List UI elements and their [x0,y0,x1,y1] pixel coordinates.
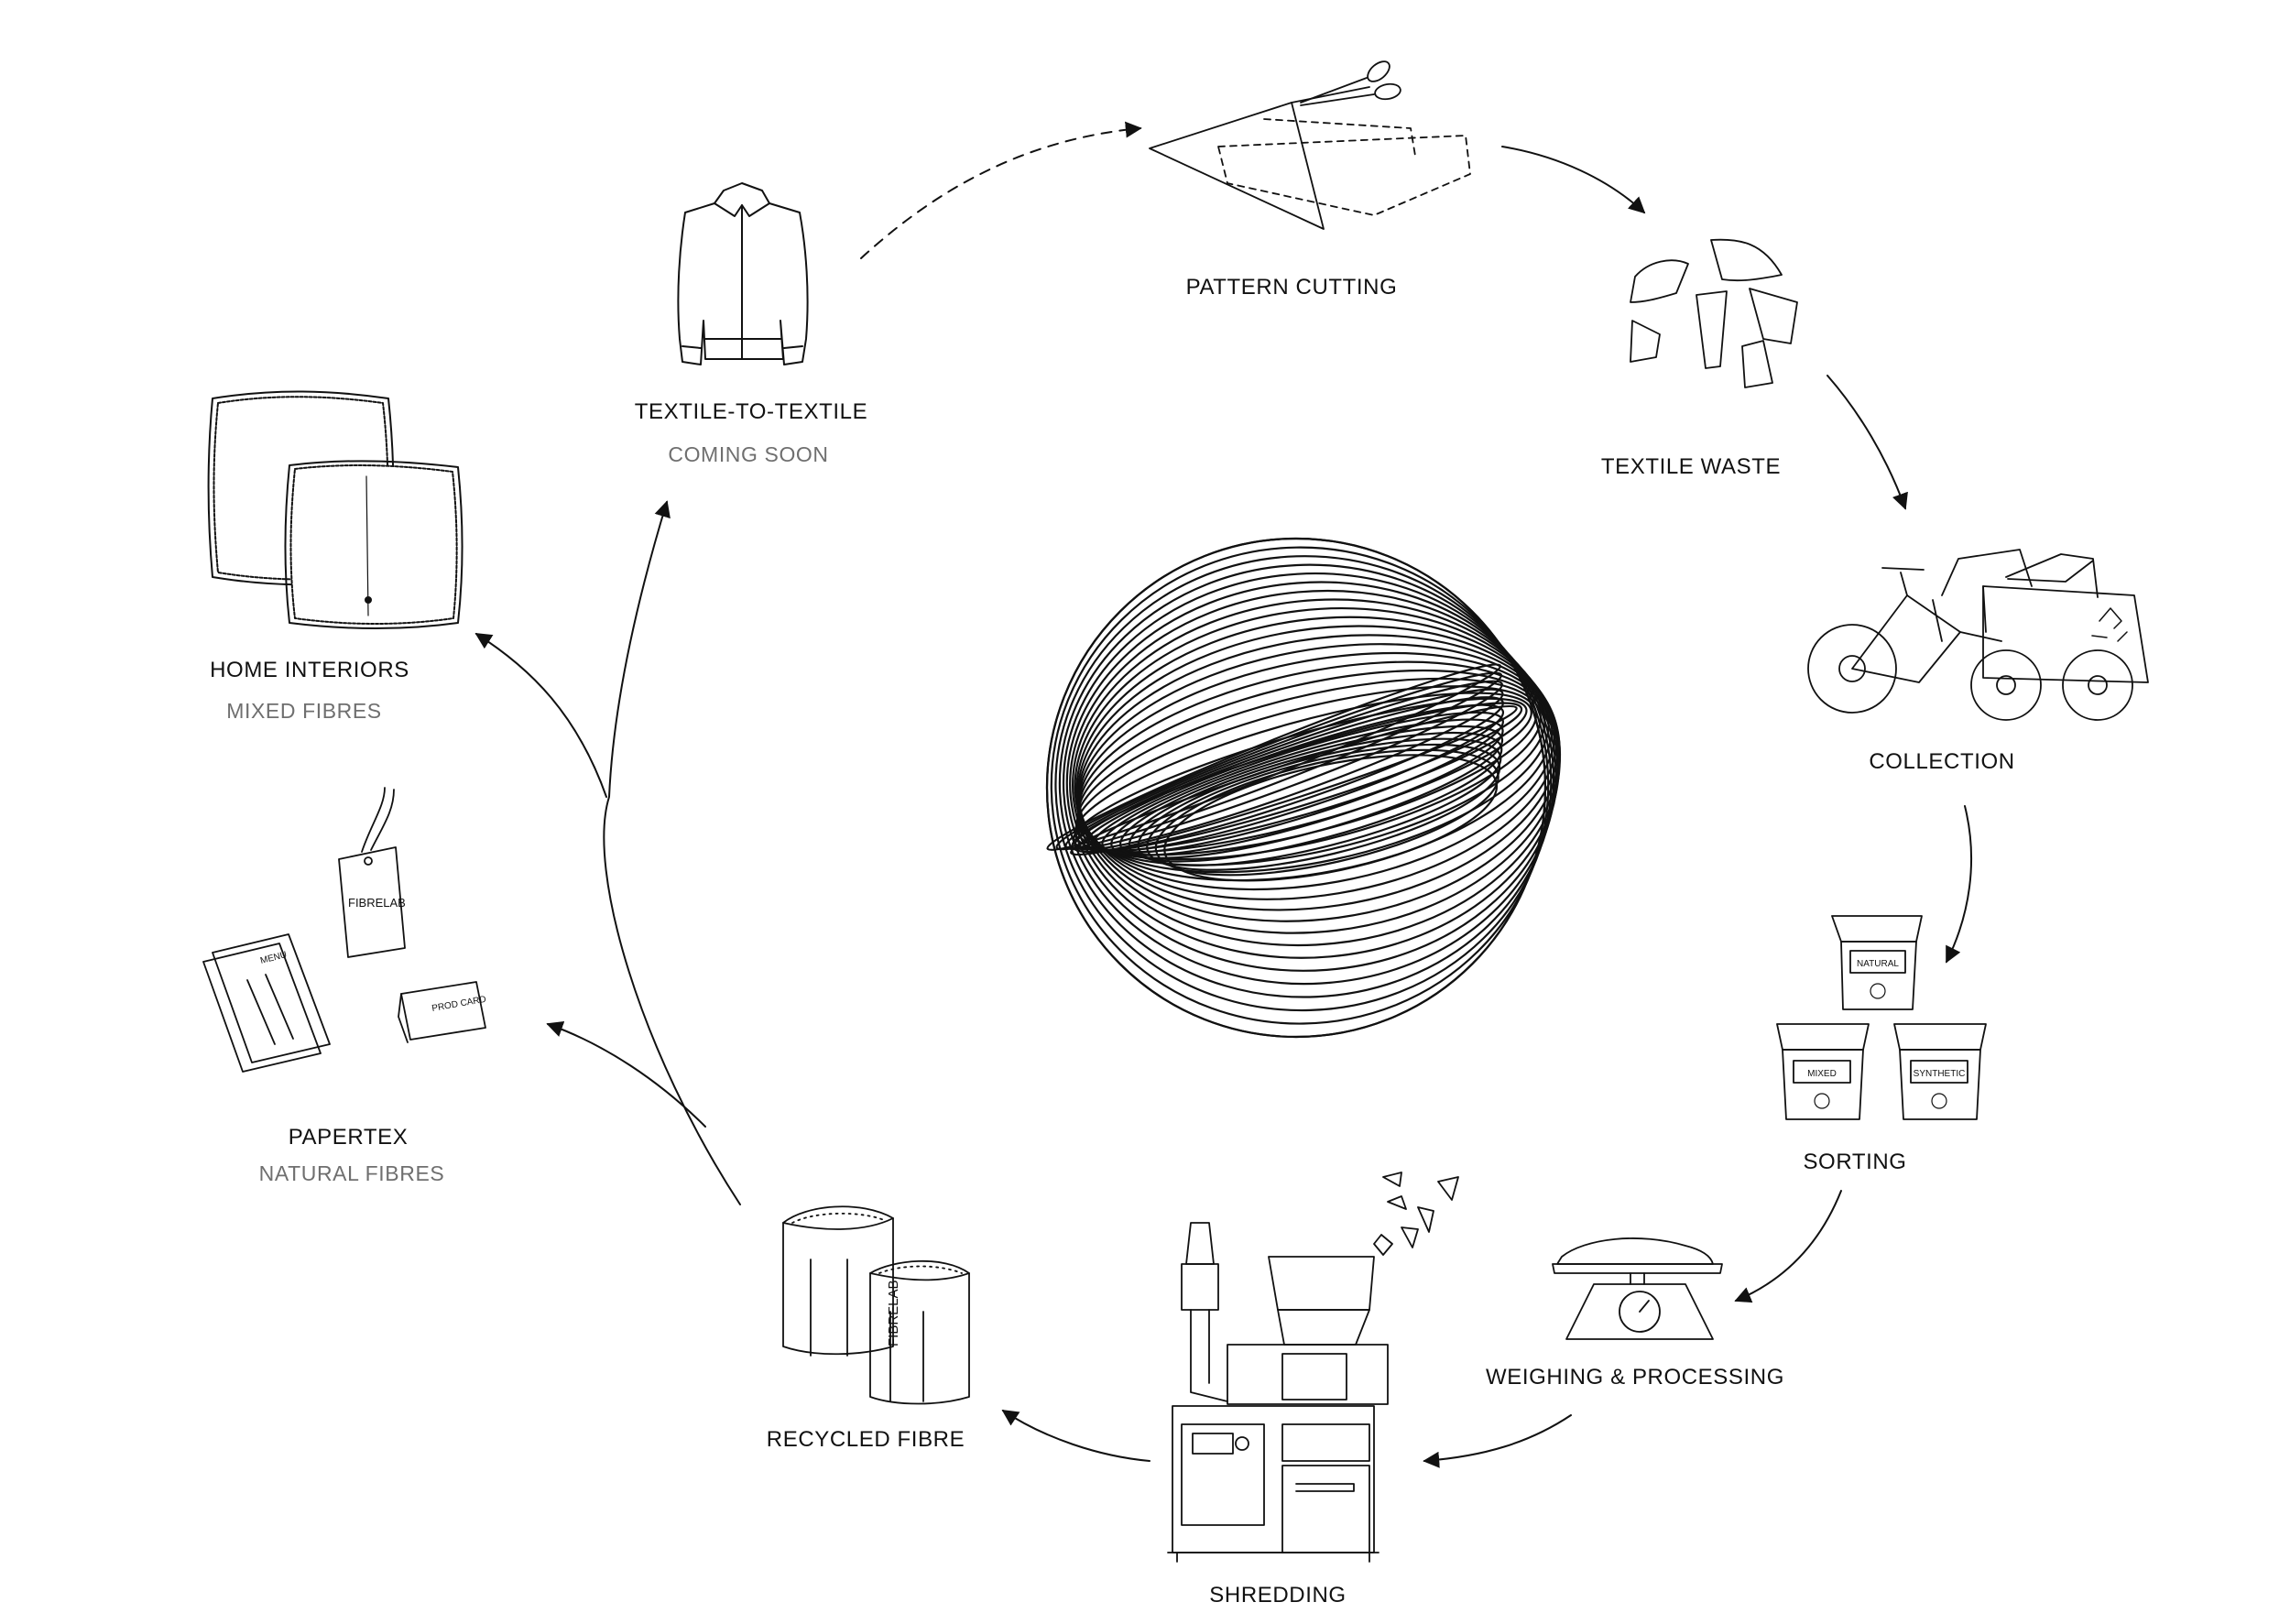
sphere-ring [1076,677,1543,861]
bin-natural: NATURAL [1831,915,1923,1010]
sphere-fibre [1137,737,1502,866]
bin-natural-label: NATURAL [1857,959,1899,969]
label-collection: COLLECTION [1869,749,2015,774]
sphere-fibre [1074,688,1504,851]
arrow-weighing-to-shredding [1423,1414,1572,1468]
arrow-jacket-to-pattern [860,121,1142,259]
label-sorting: SORTING [1803,1150,1907,1174]
label-papertex: PAPERTEX [288,1125,409,1150]
label-pattern-cutting: PATTERN CUTTING [1185,275,1398,300]
sublabel-home-interiors: MIXED FIBRES [226,699,382,723]
paper-products-icon: MENU FIBRELAB PROD CARD [202,787,487,1073]
sphere-fibre [1110,718,1504,856]
sphere-fibre [1128,731,1503,863]
sphere-ring [1050,546,1550,1025]
label-recycled-fibre: RECYCLED FIBRE [766,1427,965,1452]
arrow-collection-to-sorting [1946,805,1972,964]
label-weighing-processing: WEIGHING & PROCESSING [1486,1365,1784,1390]
arrow-to-home-interiors [474,633,607,798]
fibre-sphere-icon [1045,537,1562,1039]
jacket-icon [677,182,809,365]
cargo-bike-icon [1807,549,2149,721]
sphere-fibre [1163,754,1499,882]
card-print: PROD CARD [431,995,487,1014]
arrow-shredding-to-fibre [1001,1410,1150,1462]
menu-print: MENU [259,950,288,966]
sphere-fibre [1083,696,1504,852]
sphere-fibre [1064,680,1503,851]
sphere-ring [1058,563,1555,998]
sphere-ring [1077,660,1550,874]
label-textile-waste: TEXTILE WASTE [1600,454,1782,479]
sphere-ring [1054,555,1553,1012]
bin-mixed-label: MIXED [1807,1069,1837,1079]
sphere-fibre [1146,743,1501,871]
arrow-fibre-to-outputs [603,500,741,1205]
cushions-icon [207,390,463,629]
sphere-ring [1045,537,1547,1039]
sublabel-textile-to-textile: COMING SOON [668,442,829,466]
cycle-arrows [474,121,1972,1468]
shredder-machine-icon [1167,1172,1459,1563]
sublabel-papertex: NATURAL FIBRES [258,1161,445,1185]
arrow-waste-to-collection [1827,375,1908,510]
arrow-pattern-to-waste [1501,146,1646,214]
recycle-bins-icon: NATURAL MIXED SYNTHETIC [1776,915,1987,1120]
fibre-bag-print: FIBRELAB [886,1280,901,1346]
scale-icon [1552,1237,1723,1340]
sphere-fibre [1055,671,1503,851]
sphere-fibre [1101,711,1504,855]
label-textile-to-textile: TEXTILE-TO-TEXTILE [634,399,868,424]
fabric-scraps-icon [1630,238,1798,388]
sphere-fibre [1092,703,1505,853]
sphere-fibre [1119,725,1504,859]
bin-mixed: MIXED [1776,1023,1870,1120]
fibre-bags-icon: FIBRELAB [782,1205,970,1405]
label-shredding: SHREDDING [1209,1583,1347,1608]
sphere-fibre [1154,748,1499,877]
bin-synthetic: SYNTHETIC [1893,1023,1987,1120]
arrow-sorting-to-weighing [1734,1190,1842,1303]
label-home-interiors: HOME INTERIORS [210,658,409,682]
scissors-icon [1149,60,1471,230]
tag-print: FIBRELAB [348,896,406,910]
arrow-to-papertex [546,1020,706,1128]
bin-synthetic-label: SYNTHETIC [1914,1069,1966,1079]
